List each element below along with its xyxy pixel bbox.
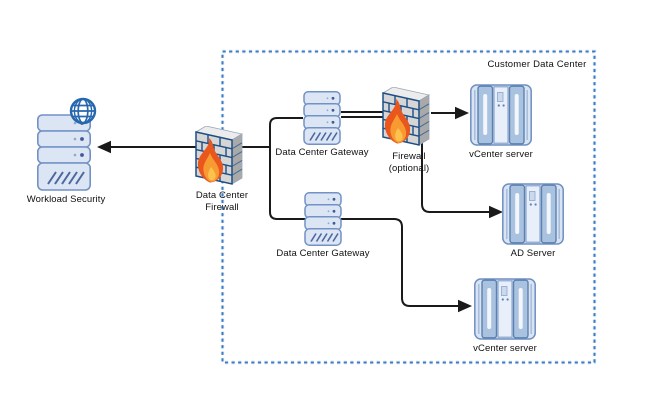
edge-firewall-to-gateways-trunk bbox=[269, 117, 306, 220]
node-label: AD Server bbox=[510, 248, 556, 259]
node-data-center-gateway-top: Data Center Gateway bbox=[267, 91, 377, 159]
node-data-center-firewall: Data Center Firewall bbox=[174, 126, 270, 213]
firewall-icon bbox=[194, 126, 250, 188]
arrowhead-to-workload bbox=[97, 140, 111, 154]
firewall-icon bbox=[381, 87, 437, 149]
node-vcenter-server-bottom: vCenter server bbox=[455, 277, 555, 355]
node-label: Workload Security bbox=[26, 194, 106, 205]
node-label: Data Center Gateway bbox=[275, 147, 369, 158]
customer-data-center-label: Customer Data Center bbox=[487, 59, 587, 70]
node-label: Data Center Firewall bbox=[195, 190, 249, 213]
arrowhead-to-ad-server bbox=[489, 205, 503, 219]
node-label: vCenter server bbox=[469, 149, 533, 160]
arrowhead-to-vcenter-bottom bbox=[458, 299, 472, 313]
rack-towers-icon bbox=[502, 182, 564, 246]
node-ad-server: AD Server bbox=[483, 182, 583, 260]
edge-firewall-optional-to-ad-server bbox=[421, 143, 490, 213]
customer-data-center-boundary bbox=[220, 49, 597, 365]
node-workload-security: Workload Security bbox=[18, 96, 114, 206]
node-label: Data Center Gateway bbox=[276, 248, 370, 259]
arrowhead-to-vcenter-top bbox=[455, 106, 469, 120]
node-data-center-gateway-bottom: Data Center Gateway bbox=[268, 192, 378, 260]
node-label: vCenter server bbox=[473, 343, 537, 354]
node-label: Firewall (optional) bbox=[388, 151, 430, 174]
node-firewall-optional: Firewall (optional) bbox=[361, 87, 457, 174]
gateway-server-icon bbox=[304, 192, 342, 246]
rack-towers-icon bbox=[474, 277, 536, 341]
rack-towers-icon bbox=[470, 83, 532, 147]
gateway-server-icon bbox=[303, 91, 341, 145]
node-vcenter-server-top: vCenter server bbox=[451, 83, 551, 161]
server-globe-icon bbox=[35, 96, 97, 192]
edge-gateway-bottom-to-vcenter-bottom bbox=[341, 218, 459, 307]
